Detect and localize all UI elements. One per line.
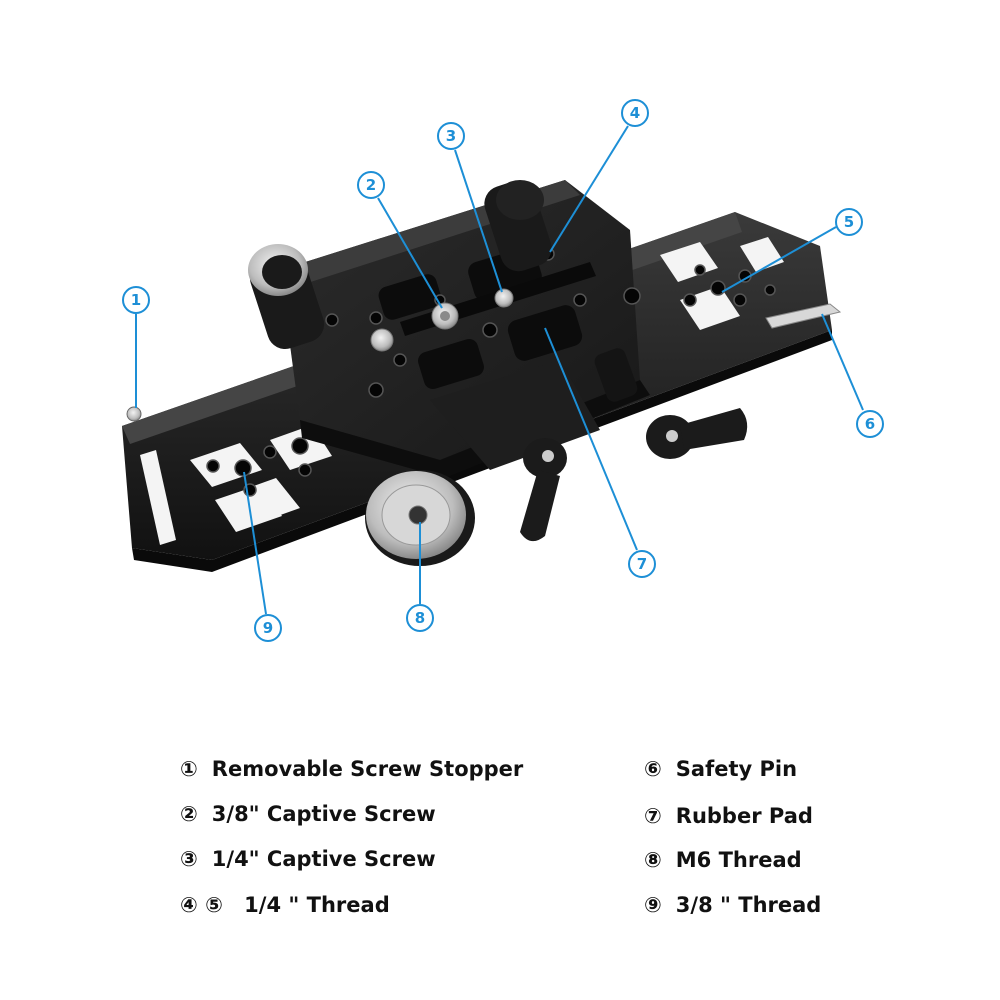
legend-item-1: ① Removable Screw Stopper — [180, 757, 523, 781]
captive-screw-14 — [494, 288, 514, 308]
callout-number-8: 8 — [415, 609, 425, 627]
callout-circle-4 — [621, 99, 649, 127]
legend-item-9: ⑨ 3/8 " Thread — [644, 893, 821, 917]
legend-label: 3/8 " Thread — [675, 893, 822, 917]
legend-item-8: ⑧ M6 Thread — [644, 848, 802, 872]
m6-thread-hole — [408, 505, 428, 525]
callout-circle-5 — [835, 208, 863, 236]
legend-marker: ⑦ — [644, 804, 662, 828]
callout-circle-7 — [628, 550, 656, 578]
callout-circle-6 — [856, 410, 884, 438]
legend-label: M6 Thread — [675, 848, 802, 872]
plate-cutout — [248, 478, 300, 518]
lever-screw — [542, 450, 554, 462]
legend-marker: ⑥ — [644, 757, 662, 781]
legend-marker: ⑨ — [644, 893, 662, 917]
callout-circle-3 — [437, 122, 465, 150]
locking-levers — [520, 348, 748, 542]
callout-circle-8 — [406, 604, 434, 632]
callouts: 1 2 3 4 5 6 7 8 9 — [122, 99, 884, 642]
callout-number-6: 6 — [865, 415, 875, 433]
legend-marker: ② — [180, 802, 198, 826]
legend-marker: ① — [180, 757, 198, 781]
plate-slot — [140, 450, 176, 545]
callout-number-4: 4 — [630, 104, 640, 122]
rubber-pad — [507, 305, 583, 361]
screw-stopper — [126, 406, 142, 422]
legend-label: Safety Pin — [675, 757, 798, 781]
legend-label: Removable Screw Stopper — [211, 757, 524, 781]
rubber-pad — [418, 339, 484, 389]
callout-number-5: 5 — [844, 213, 854, 231]
callout-number-1: 1 — [131, 291, 141, 309]
legend-label: Rubber Pad — [675, 804, 813, 828]
callout-circle-9 — [254, 614, 282, 642]
baseplate-illustration: 1 2 3 4 5 6 7 8 9 — [122, 99, 884, 642]
callout-number-2: 2 — [366, 176, 376, 194]
legend-marker: ⑧ — [644, 848, 662, 872]
legend-label: 1/4 " Thread — [236, 893, 390, 917]
rod-clamps — [248, 180, 552, 350]
safety-pin — [765, 303, 842, 329]
legend-marker: ④ ⑤ — [180, 893, 223, 917]
legend-item-6: ⑥ Safety Pin — [644, 757, 797, 781]
legend-label: 1/4" Captive Screw — [211, 847, 436, 871]
rubber-pad — [378, 274, 442, 320]
legend-item-2: ② 3/8" Captive Screw — [180, 802, 436, 826]
legend-label: 3/8" Captive Screw — [211, 802, 436, 826]
callout-circle-2 — [357, 171, 385, 199]
lever-screw — [666, 430, 678, 442]
central-clamp-body — [280, 180, 650, 478]
callout-number-9: 9 — [263, 619, 273, 637]
callout-number-3: 3 — [446, 127, 456, 145]
legend-item-3: ③ 1/4" Captive Screw — [180, 847, 436, 871]
top-holes — [325, 247, 641, 398]
arri-rosette — [365, 470, 475, 566]
captive-screw-small — [370, 328, 394, 352]
callout-circle-1 — [122, 286, 150, 314]
legend-item-7: ⑦ Rubber Pad — [644, 804, 813, 828]
legend-marker: ③ — [180, 847, 198, 871]
legend-item-4-5: ④ ⑤ 1/4 " Thread — [180, 893, 390, 917]
callout-number-7: 7 — [637, 555, 647, 573]
